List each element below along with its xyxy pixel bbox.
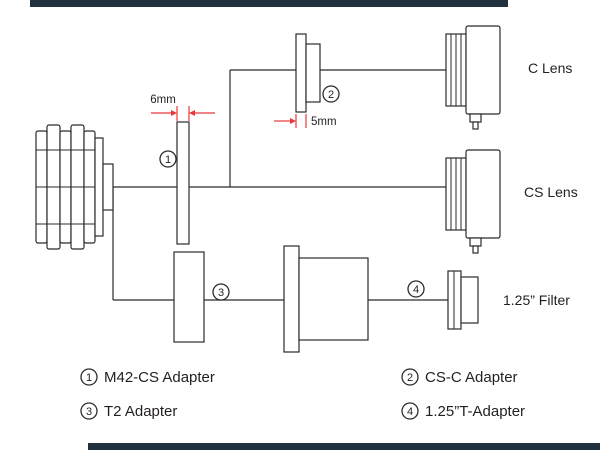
dimension-6mm-label: 6mm [150,94,176,106]
marker-circle [322,85,340,103]
dimension-5mm-label: 5mm [311,116,337,128]
filter-1-25 [447,270,479,330]
dimension-arrow [171,110,177,116]
marker-2: 2 [322,85,340,103]
legend-marker-circle [401,402,419,420]
t-adapter-body [298,257,369,341]
marker-3: 3 [212,283,230,301]
legend-item-t2-adapter: 3 T2 Adapter [80,402,177,420]
cs-c-adapter-body [305,43,321,103]
camera-snout [102,163,114,211]
c-lens-pin [472,121,479,130]
camera-back-plate [94,137,104,237]
marker-circle [159,150,177,168]
legend-marker-number: 4 [407,406,413,418]
cs-c-adapter [295,33,321,113]
legend-label: CS-C Adapter [425,369,518,386]
dimension-arrow [290,118,296,124]
t-adapter-flange [283,245,300,353]
legend-marker-number: 3 [86,406,92,418]
camera-body [35,124,114,250]
filter-cell [460,276,479,324]
cs-lens-body [465,149,501,239]
legend-marker-circle [80,402,98,420]
marker-number: 3 [218,287,224,299]
filter-label: 1.25” Filter [503,292,570,308]
legend-label: 1.25”T-Adapter [425,403,525,420]
m42-cs-adapter-ring [176,121,190,245]
c-lens-mount [469,113,482,123]
top-accent-bar [30,0,508,7]
cs-c-adapter-flange [295,33,307,113]
legend-label: M42-CS Adapter [104,369,215,386]
t-adapter-1-25 [283,245,369,353]
marker-number: 4 [413,284,419,296]
cs-lens-mount [469,237,482,247]
legend-item-cs-c-adapter: 2 CS-C Adapter [401,368,518,386]
legend-marker-number: 2 [407,372,413,384]
dimension-6mm: 6mm [150,94,215,121]
legend-item-t-adapter-1-25: 4 1.25”T-Adapter [401,402,525,420]
marker-circle [407,280,425,298]
dimension-arrow [189,110,195,116]
legend-label: T2 Adapter [104,403,177,420]
marker-circle [212,283,230,301]
marker-number: 1 [165,154,171,166]
marker-number: 2 [328,89,334,101]
dimension-5mm: 5mm [274,114,337,128]
cs-lens-pin [472,245,479,254]
marker-4: 4 [407,280,425,298]
c-lens-label: C Lens [528,60,572,76]
legend-marker-circle [401,368,419,386]
legend-marker-number: 1 [86,372,92,384]
legend: 1 M42-CS Adapter 2 CS-C Adapter 3 T2 Ada… [80,368,525,420]
cs-lens-label: CS Lens [524,184,578,200]
legend-marker-circle [80,368,98,386]
cs-lens [445,149,501,254]
legend-item-m42-cs-adapter: 1 M42-CS Adapter [80,368,215,386]
c-lens [445,25,501,130]
bottom-accent-bar [88,443,600,450]
marker-1: 1 [159,150,177,168]
t2-adapter [173,251,205,343]
c-lens-body [465,25,501,115]
